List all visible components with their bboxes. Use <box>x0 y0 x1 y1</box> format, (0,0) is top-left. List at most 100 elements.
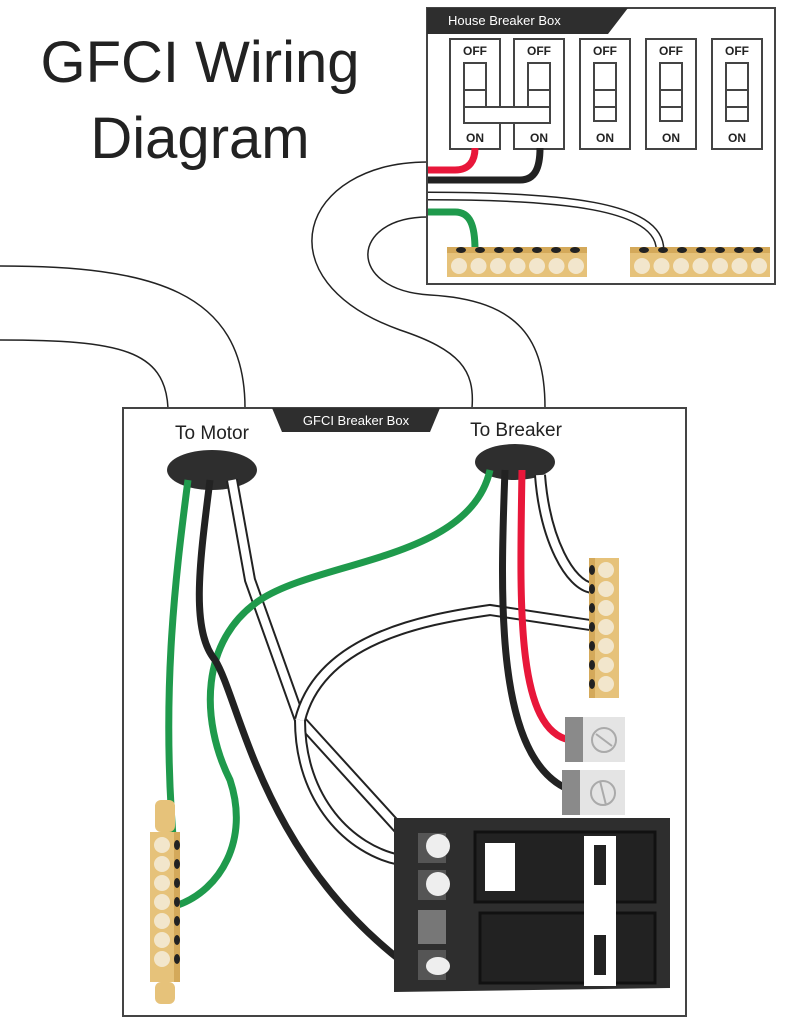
bus-screw <box>598 676 614 692</box>
house-breaker-1: OFF ON <box>449 38 501 150</box>
neutral-wires <box>226 474 594 866</box>
bus-hole <box>677 247 687 253</box>
bus-hole <box>456 247 466 253</box>
house-box-tab <box>427 8 628 34</box>
gfci-breaker-box: GFCI Breaker Box To Motor To Breaker <box>122 407 687 1017</box>
bus-screw <box>598 562 614 578</box>
house-box-label: House Breaker Box <box>448 13 561 28</box>
bus-hole <box>589 660 595 670</box>
bus-hole <box>658 247 668 253</box>
ground-wire-motor <box>165 479 192 861</box>
bus-hole <box>494 247 504 253</box>
bus-screw <box>154 913 170 929</box>
bus-screw <box>598 581 614 597</box>
bus-hole <box>174 840 180 850</box>
to-motor-label: To Motor <box>175 423 250 444</box>
bus-hole <box>696 247 706 253</box>
terminal-lug-black <box>562 770 625 815</box>
bus-screw <box>154 837 170 853</box>
black-wire-house <box>428 147 544 184</box>
bus-screw <box>509 258 526 274</box>
red-wire-supply <box>517 469 571 744</box>
bus-screw <box>154 856 170 872</box>
bus-screw <box>598 600 614 616</box>
breaker-on-label: ON <box>662 131 680 145</box>
green-wire-house <box>428 208 479 251</box>
breaker-switch <box>725 62 749 122</box>
red-wire-house <box>428 147 479 174</box>
bus-hole <box>734 247 744 253</box>
bus-screw <box>673 258 689 274</box>
gfci-box-label: GFCI Breaker Box <box>303 413 410 428</box>
breaker-switch <box>659 62 683 122</box>
bus-screw <box>712 258 728 274</box>
bus-hole <box>589 603 595 613</box>
bus-screw <box>653 258 670 274</box>
breaker-on-label: ON <box>466 131 484 145</box>
bus-hole <box>174 878 180 888</box>
breaker-off-label: OFF <box>593 44 617 58</box>
bus-hole <box>475 247 485 253</box>
bus-screw <box>568 258 584 274</box>
bus-hole <box>513 247 523 253</box>
title-line-2: Diagram <box>90 106 309 171</box>
bus-hole <box>174 935 180 945</box>
house-breaker-4: OFF ON <box>645 38 697 150</box>
bus-hole <box>551 247 561 253</box>
bus-hole <box>174 897 180 907</box>
bus-hole <box>589 622 595 632</box>
breaker-off-label: OFF <box>463 44 487 58</box>
breaker-on-label: ON <box>596 131 614 145</box>
breaker-switch <box>593 62 617 122</box>
breaker-off-label: OFF <box>527 44 551 58</box>
to-breaker-label: To Breaker <box>470 420 563 441</box>
bus-hole <box>589 679 595 689</box>
bus-hole <box>174 859 180 869</box>
gfci-box-tab <box>272 408 440 432</box>
bus-hole <box>570 247 580 253</box>
bus-hole <box>715 247 725 253</box>
breaker-on-label: ON <box>530 131 548 145</box>
bus-hole <box>589 584 595 594</box>
test-button <box>485 843 515 891</box>
bus-screw <box>731 258 748 274</box>
black-wire-motor <box>195 479 403 963</box>
bus-screw <box>548 258 565 274</box>
bus-screw <box>470 258 487 274</box>
bus-hole <box>639 247 649 253</box>
breaker-off-label: OFF <box>659 44 683 58</box>
breaker-on-label: ON <box>728 131 746 145</box>
bus-screw <box>598 657 614 673</box>
house-breaker-2: OFF ON <box>513 38 565 150</box>
ground-wire-supply <box>176 469 494 909</box>
bus-screw <box>751 258 767 274</box>
bus-screw <box>490 258 506 274</box>
bus-screw <box>692 258 709 274</box>
bus-screw <box>451 258 467 274</box>
bus-hole <box>589 565 595 575</box>
breaker-knockout <box>475 444 555 480</box>
bus-screw <box>154 875 170 891</box>
black-wire-supply <box>499 469 572 794</box>
bus-hole <box>753 247 763 253</box>
motor-cable <box>0 265 246 409</box>
bus-screw <box>154 932 170 948</box>
bus-screw <box>598 619 614 635</box>
house-breaker-box: House Breaker Box OFFONOFFONOFFONOFFONOF… <box>426 7 776 285</box>
bus-screw <box>634 258 650 274</box>
white-wire-house <box>427 193 663 251</box>
supply-cable <box>311 161 546 409</box>
terminal-lug-red <box>565 717 625 762</box>
bus-hole <box>589 641 595 651</box>
bus-hole <box>532 247 542 253</box>
bus-screw <box>529 258 545 274</box>
title-line-1: GFCI Wiring <box>41 30 360 95</box>
breaker-tie-bar <box>463 106 551 124</box>
breaker-off-label: OFF <box>725 44 749 58</box>
gfci-breaker <box>394 818 670 992</box>
bus-screw <box>154 951 170 967</box>
bus-screw <box>154 894 170 910</box>
bus-hole <box>174 916 180 926</box>
bus-screw <box>598 638 614 654</box>
